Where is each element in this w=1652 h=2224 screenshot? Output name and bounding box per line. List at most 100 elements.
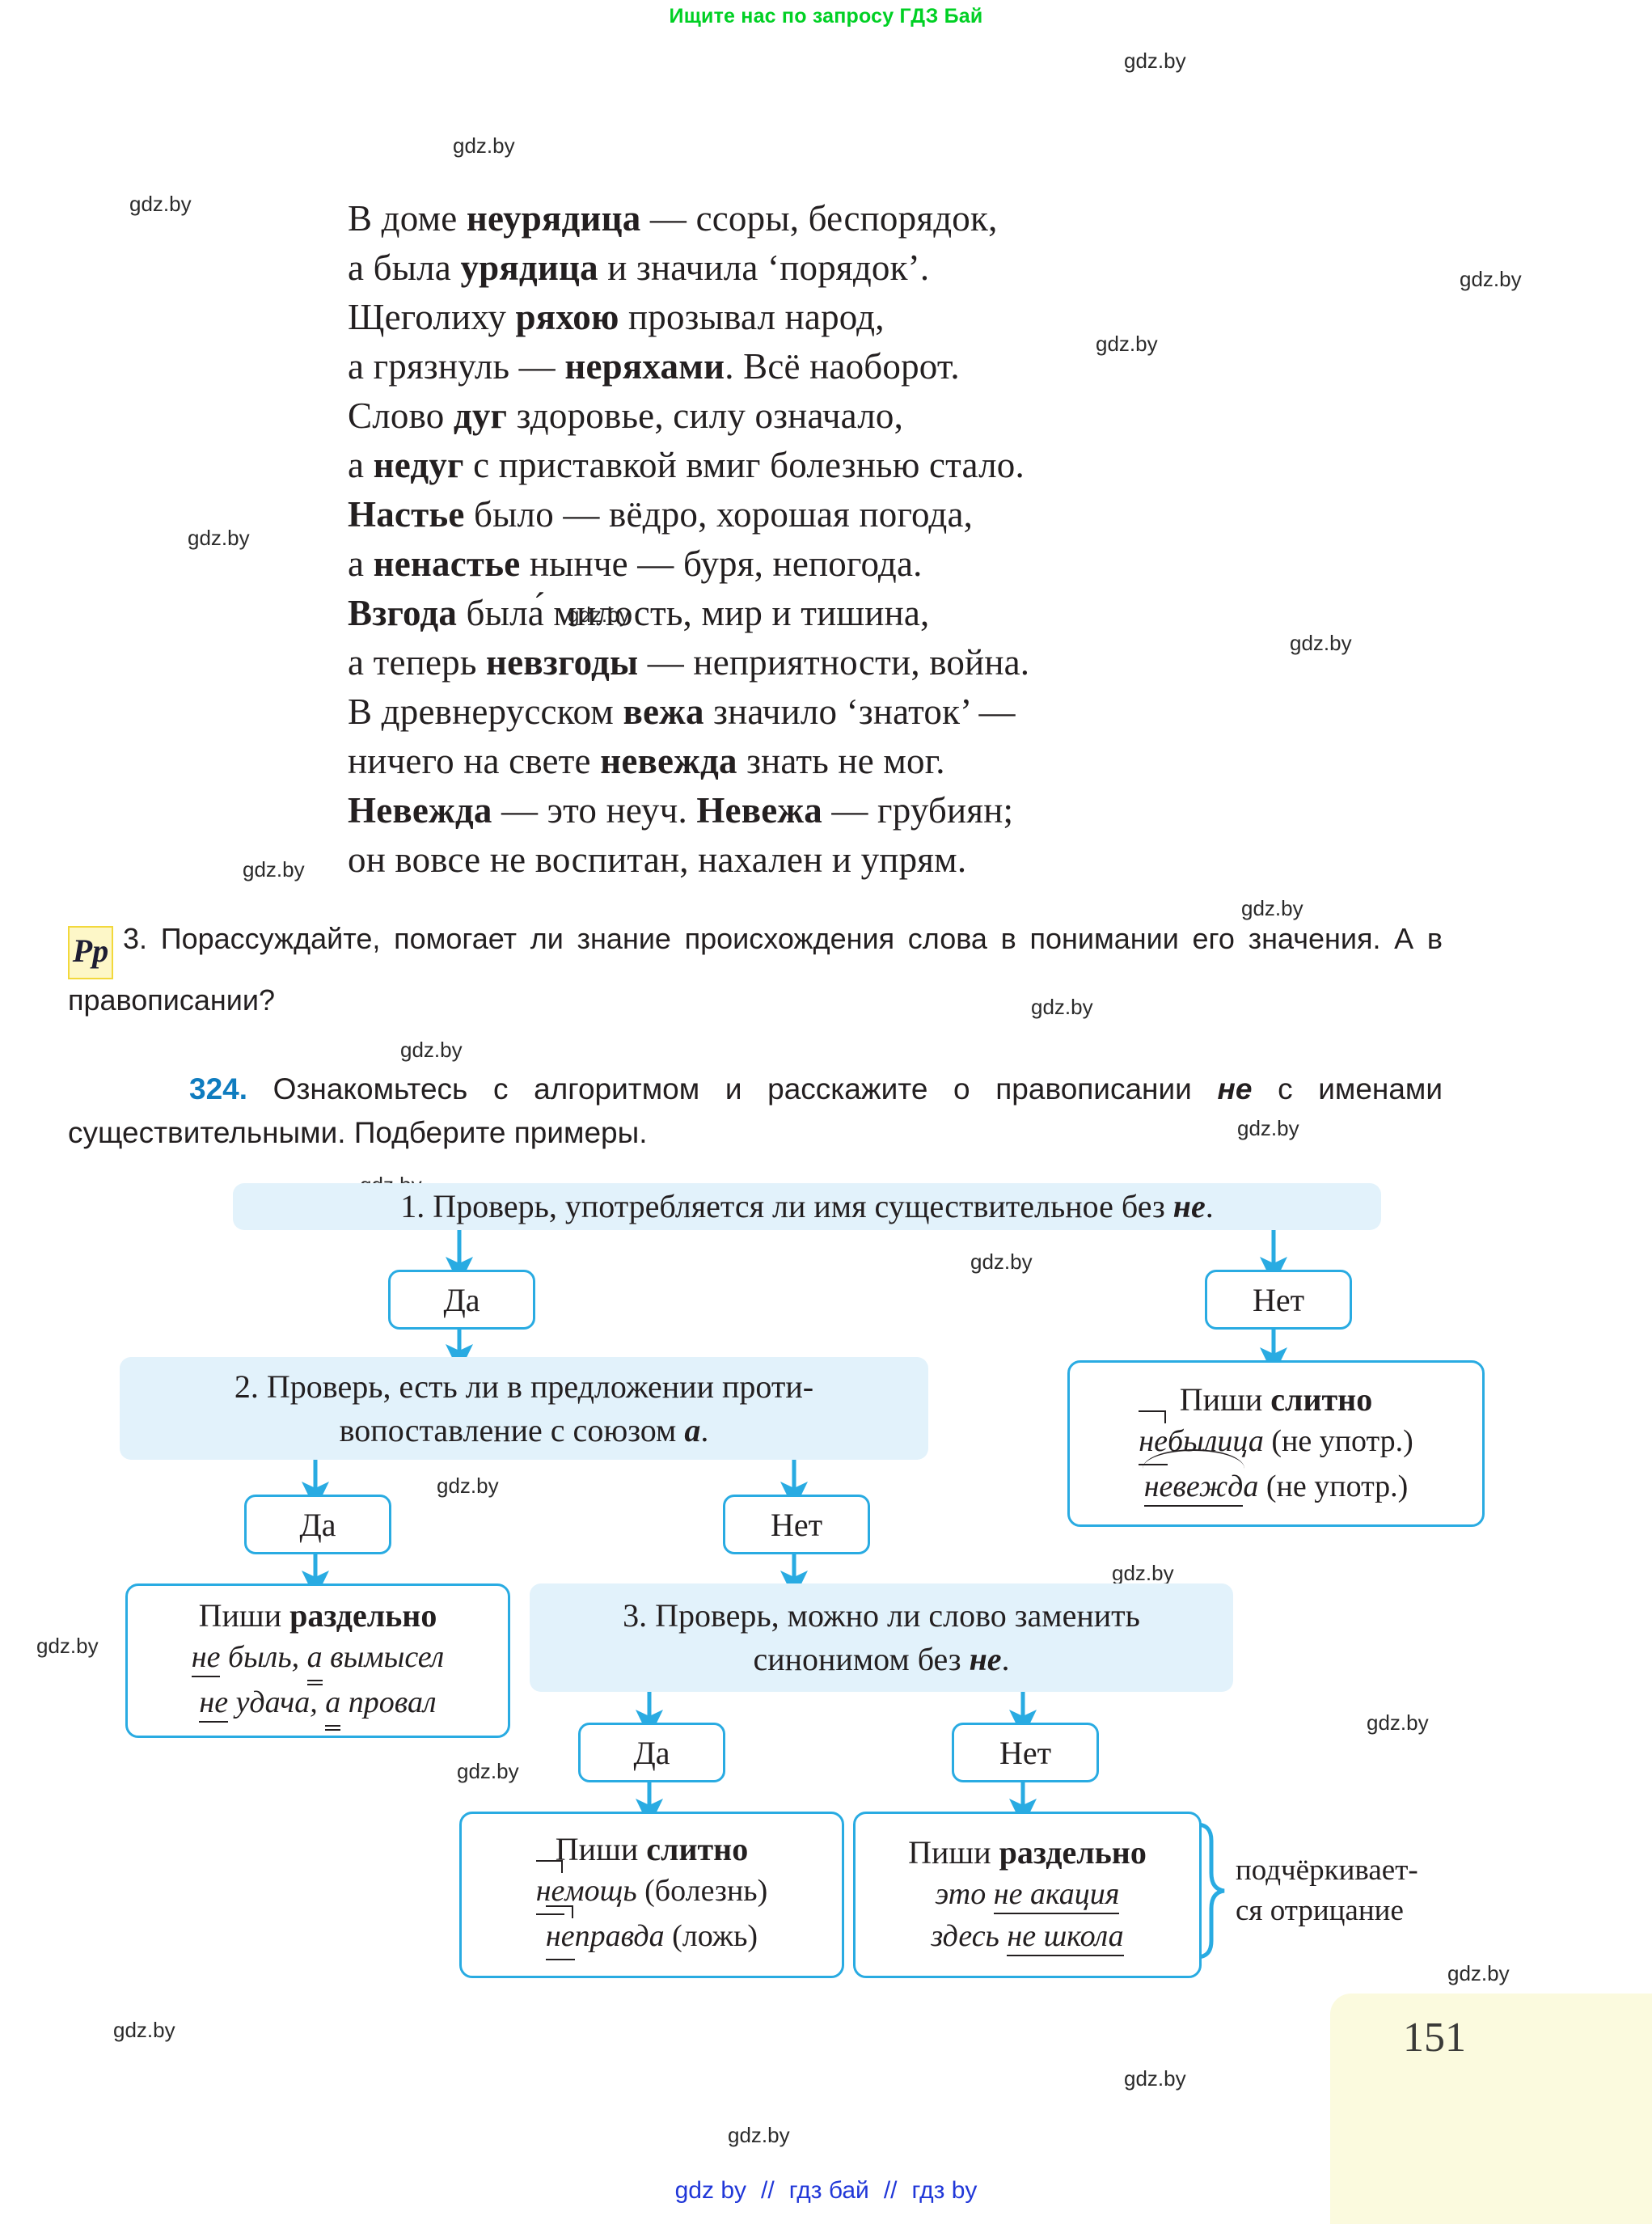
poem-text-run: нынче — буря, непогода.	[520, 543, 923, 584]
poem-text-run: Слово	[348, 395, 454, 436]
result-1-ex2-rest: а	[1243, 1469, 1259, 1503]
poem-text-run: прозывал народ,	[619, 297, 885, 337]
poem-text-run: он вовсе не воспитан, нахален и упрям.	[348, 839, 967, 880]
poem-line: а недуг с приставкой вмиг болезнью стало…	[348, 441, 1029, 490]
flow-no-box-2[interactable]: Нет	[723, 1495, 870, 1554]
prefix-mark-ne-2: не	[535, 1860, 565, 1915]
footer-link-part: gdz by	[674, 2177, 747, 2204]
poem-line: ничего на свете невежда знать не мог.	[348, 737, 1029, 786]
flow-step-2-line2: вопоставление с союзом	[339, 1411, 685, 1448]
flow-step-3-italic: не	[969, 1641, 1002, 1677]
flow-yes-box-3[interactable]: Да	[578, 1723, 725, 1782]
task-3-text: 3. Порассуждайте, помогает ли знание про…	[68, 922, 1443, 1017]
flow-no-box-3[interactable]: Нет	[952, 1723, 1099, 1782]
footer-link-part: //	[883, 2177, 898, 2204]
exercise-italic-ne: не	[1217, 1072, 1253, 1106]
poem-text-run: ничего на свете	[348, 741, 601, 781]
poem-text-run: была́ милость, мир и тишина,	[457, 593, 930, 633]
result-2-label-bold: раздельно	[289, 1596, 437, 1634]
poem-text-run: а	[348, 445, 374, 485]
result-4-ex1-a: это	[935, 1877, 994, 1911]
result-box-razdelno-1: Пиши раздельно не быль, а вымысел не уда…	[125, 1583, 510, 1738]
result-4-ex2-a: здесь	[931, 1919, 1008, 1953]
poem-line: а грязнуль — неряхами. Всё наоборот.	[348, 342, 1029, 391]
result-3-label-bold: слитно	[646, 1831, 749, 1867]
flow-step-3-box: 3. Проверь, можно ли слово заменить сино…	[530, 1583, 1233, 1692]
flow-yes-box-1[interactable]: Да	[388, 1270, 535, 1330]
underline-ne-2: не	[199, 1685, 229, 1723]
poem-text-run: и значила ‘порядок’.	[598, 247, 930, 288]
prefix-mark-ne-3: не	[545, 1905, 575, 1960]
footer-link-part: //	[761, 2177, 775, 2204]
result-3-ex2-note: (ложь)	[664, 1919, 758, 1953]
result-1-ex2-note: (не употр.)	[1258, 1469, 1409, 1503]
poem-text-run: В доме	[348, 198, 467, 239]
poem-text-run: В древнерусском	[348, 691, 623, 732]
result-3-ex1-rest: мощь	[564, 1874, 637, 1908]
result-2-label: Пиши	[198, 1596, 290, 1634]
exercise-324-paragraph: 324. Ознакомьтесь с алгоритмом и расскаж…	[68, 1068, 1443, 1155]
flow-step-2-tail: .	[700, 1411, 709, 1448]
root-mark-nevezhd: невежд	[1142, 1449, 1245, 1507]
poem-bold-word: дуг	[453, 395, 508, 436]
result-4-label: Пиши	[908, 1834, 999, 1871]
footer-links: gdz by//гдз бай//гдз by	[0, 2177, 1652, 2205]
poem-text-run: с приставкой вмиг болезнью стало.	[463, 445, 1025, 485]
result-box-razdelno-2: Пиши раздельно это не акация здесь не шк…	[853, 1812, 1202, 1978]
side-note-line1: подчёркивает-	[1236, 1854, 1418, 1887]
flow-step-2-italic: а	[684, 1411, 701, 1448]
poem-text-run: — неприятности, война.	[638, 642, 1030, 683]
poem-bold-word: ненастье	[373, 543, 521, 584]
poem-text: В доме неурядица — ссоры, беспорядок,а б…	[348, 194, 1029, 885]
exercise-text-after: с именами существительными. Подберите пр…	[68, 1072, 1443, 1149]
flow-step-3-tail: .	[1001, 1641, 1010, 1677]
poem-text-run: — грубиян;	[822, 790, 1014, 831]
razvitie-rechi-icon: Рр	[68, 926, 113, 979]
poem-bold-word: невзгоды	[486, 642, 639, 683]
flow-step-1-box: 1. Проверь, употребляется ли имя существ…	[233, 1183, 1381, 1230]
poem-line: а теперь невзгоды — неприятности, война.	[348, 638, 1029, 687]
poem-text-run: . Всё наоборот.	[725, 346, 960, 387]
flow-step-1-text: 1. Проверь, употребляется ли имя существ…	[400, 1188, 1173, 1224]
poem-line: Щеголиху ряхою прозывал народ,	[348, 293, 1029, 342]
poem-text-run: знать не мог.	[737, 741, 945, 781]
result-3-ex1-note: (болезнь)	[636, 1874, 768, 1908]
result-box-slitno-2: Пиши слитно немощь (болезнь) неправда (л…	[459, 1812, 844, 1978]
poem-text-run: было — вёдро, хорошая погода,	[464, 494, 974, 535]
poem-text-run: а грязнуль —	[348, 346, 565, 387]
poem-bold-word: неурядица	[466, 198, 641, 239]
poem-bold-word: Невежда	[348, 790, 492, 831]
poem-bold-word: вежа	[623, 691, 704, 732]
result-2-ex2-d: провал	[340, 1685, 437, 1719]
footer-link-part: гдз by	[911, 2177, 978, 2204]
vowel-underline-e: невежд	[1143, 1469, 1244, 1507]
flow-yes-box-2[interactable]: Да	[244, 1495, 391, 1554]
poem-bold-word: Взгода	[348, 593, 458, 633]
result-2-ex1-d: вымысел	[322, 1639, 445, 1674]
poem-text-run: — ссоры, беспорядок,	[640, 198, 998, 239]
poem-line: Слово дуг здоровье, силу означало,	[348, 391, 1029, 441]
result-2-ex1-b: быль,	[220, 1639, 307, 1674]
flow-step-1-italic: не	[1172, 1188, 1206, 1224]
poem-bold-word: неряхами	[564, 346, 725, 387]
double-underline-a-1: а	[306, 1636, 323, 1685]
page-number: 151	[1403, 2015, 1466, 2061]
exercise-number: 324.	[189, 1072, 248, 1106]
flow-step-3-line1: 3. Проверь, можно ли слово заменить	[623, 1597, 1140, 1634]
promo-banner: Ищите нас по запросу ГДЗ Бай	[669, 5, 983, 27]
result-2-ex2-b: удача,	[228, 1685, 326, 1719]
result-box-slitno-1: Пиши слитно небылица (не употр.) невежда…	[1067, 1360, 1485, 1527]
poem-bold-word: недуг	[373, 445, 464, 485]
poem-text-run: — это неуч.	[492, 790, 697, 831]
poem-text-run: здоровье, силу означало,	[507, 395, 904, 436]
poem-bold-word: Настье	[348, 494, 465, 535]
poem-line: а была урядица и значила ‘порядок’.	[348, 243, 1029, 293]
underline-ne-1: не	[191, 1639, 221, 1677]
poem-bold-word: Невежа	[696, 790, 822, 831]
page-number-panel	[1330, 1994, 1652, 2224]
flow-no-box-1[interactable]: Нет	[1205, 1270, 1352, 1330]
flow-step-2-box: 2. Проверь, есть ли в предложении проти-…	[120, 1357, 928, 1460]
poem-text-run: а	[348, 543, 374, 584]
